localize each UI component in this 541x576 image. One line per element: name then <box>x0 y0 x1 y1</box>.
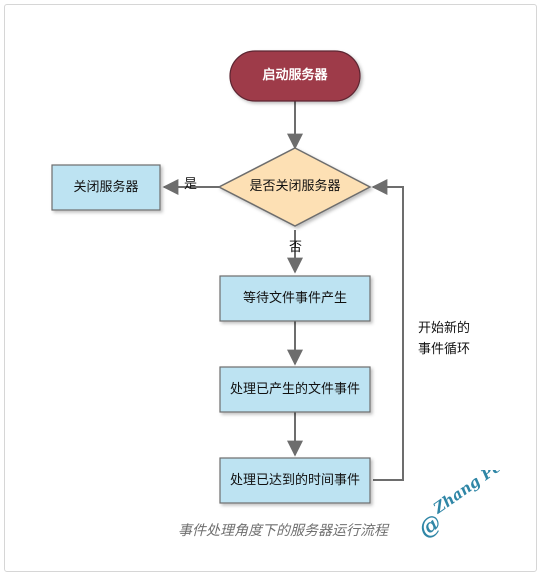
handle-time-event-label: 处理已达到的时间事件 <box>229 473 361 488</box>
handle-file-event-label: 处理已产生的文件事件 <box>229 382 361 397</box>
diagram-caption: 事件处理角度下的服务器运行流程 <box>178 523 388 539</box>
loop-label-line1: 开始新的 <box>418 321 471 336</box>
author-watermark: @ Zhang Peng <box>418 470 522 540</box>
arrow-loop-back <box>371 179 404 481</box>
close-server-label: 关闭服务器 <box>73 180 139 195</box>
start-node-label: 启动服务器 <box>262 68 328 83</box>
wait-file-event-node <box>219 275 371 322</box>
loop-edge-label: 开始新的 事件循环 <box>418 318 470 360</box>
wait-file-event-label: 等待文件事件产生 <box>242 291 348 306</box>
start-node <box>229 50 361 102</box>
handle-file-event-node <box>219 366 371 413</box>
loop-label-line2: 事件循环 <box>418 342 471 357</box>
no-edge-label: 否 <box>289 240 303 255</box>
yes-edge-label: 是 <box>184 177 198 192</box>
close-server-node <box>51 164 161 211</box>
watermark-signature: Zhang Peng <box>429 470 522 518</box>
decision-node <box>217 147 372 227</box>
handle-time-event-node <box>219 457 371 504</box>
decision-node-label: 是否关闭服务器 <box>249 179 341 194</box>
